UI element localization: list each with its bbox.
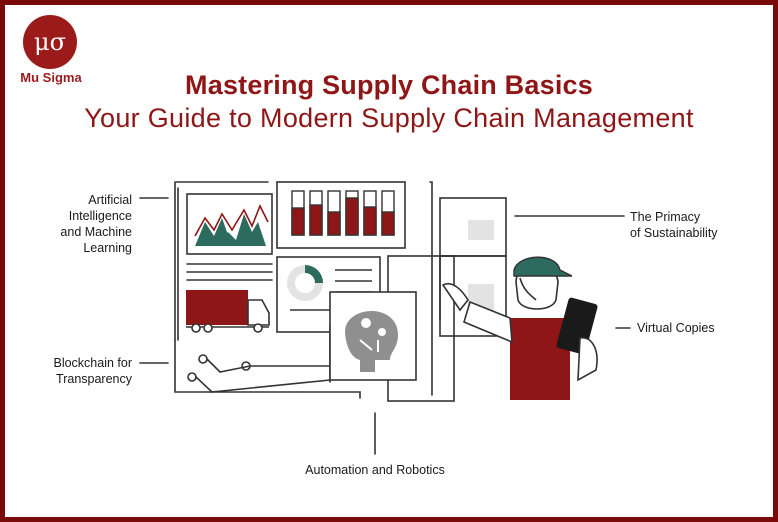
- truck-container: [186, 290, 248, 325]
- label-sustainability: The Primacy of Sustainability: [630, 210, 718, 240]
- page-subtitle: Your Guide to Modern Supply Chain Manage…: [84, 103, 694, 133]
- content-frame: [5, 5, 773, 517]
- mu-sigma-logo: μσ: [23, 15, 77, 69]
- worker-figure: [441, 256, 598, 400]
- page-title: Mastering Supply Chain Basics: [185, 70, 593, 100]
- svg-text:μσ: μσ: [34, 28, 66, 56]
- truck-cab: [247, 299, 270, 326]
- brain-head-icon: [345, 311, 398, 372]
- label-blockchain: Blockchain for Transparency: [53, 356, 132, 386]
- brand-name: Mu Sigma: [20, 70, 82, 85]
- label-virtual-copies: Virtual Copies: [637, 321, 715, 335]
- label-automation: Automation and Robotics: [305, 463, 445, 477]
- label-ai-ml: Artificial Intelligence and Machine Lear…: [60, 193, 132, 255]
